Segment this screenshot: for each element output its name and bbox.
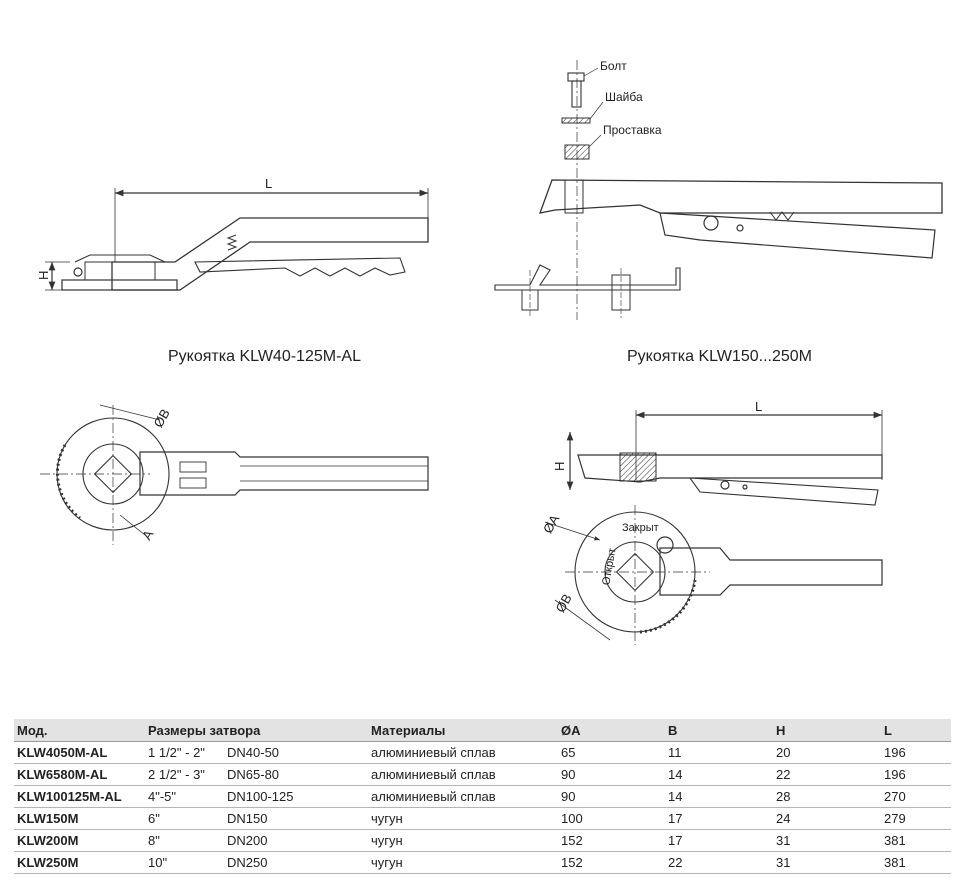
cell-l: 381 (881, 829, 951, 852)
cell-l: 196 (881, 741, 951, 764)
header-size: Размеры затвора (145, 719, 368, 742)
cell-a: 65 (558, 741, 665, 764)
dim-diamA-label: ØA (540, 512, 563, 536)
dim-H-label: H (36, 271, 51, 280)
state-open-label: Открыт (600, 547, 618, 586)
header-model: Мод. (14, 719, 145, 742)
cell-model: KLW4050M-AL (14, 741, 145, 764)
cell-l: 270 (881, 785, 951, 808)
cell-model: KLW200M (14, 829, 145, 852)
dim-L2-label: L (755, 399, 762, 414)
cell-inch: 1 1/2" - 2" (145, 741, 224, 764)
cell-b: 11 (665, 741, 773, 764)
cell-h: 24 (773, 807, 881, 830)
cell-h: 22 (773, 763, 881, 786)
right-side-view: Болт Шайба Проставка (494, 59, 943, 320)
cell-a: 152 (558, 829, 665, 852)
cell-dn: DN40-50 (224, 741, 368, 764)
cell-b: 14 (665, 785, 773, 808)
cell-b: 14 (665, 763, 773, 786)
cell-l: 381 (881, 851, 951, 874)
dim-H2-label: H (552, 462, 567, 471)
cell-dn: DN250 (224, 851, 368, 874)
cell-material: чугун (368, 829, 558, 852)
header-a: ØA (558, 719, 665, 742)
header-l: L (881, 719, 951, 742)
cell-model: KLW6580M-AL (14, 763, 145, 786)
caption-left: Рукоятка KLW40-125M-AL (168, 348, 361, 365)
part-bolt-label: Болт (600, 59, 627, 73)
cell-material: алюминиевый сплав (368, 741, 558, 764)
cell-b: 22 (665, 851, 773, 874)
cell-model: KLW100125M-AL (14, 785, 145, 808)
technical-drawing: L H Болт Шайба Проставка (36, 59, 943, 645)
cell-h: 31 (773, 851, 881, 874)
state-closed-label: Закрыт (622, 522, 659, 534)
cell-material: алюминиевый сплав (368, 763, 558, 786)
cell-dn: DN100-125 (224, 785, 368, 808)
part-spacer-label: Проставка (603, 123, 662, 137)
cell-inch: 6" (145, 807, 224, 830)
cell-model: KLW250M (14, 851, 145, 874)
cell-a: 90 (558, 785, 665, 808)
cell-h: 28 (773, 785, 881, 808)
cell-material: чугун (368, 851, 558, 874)
cell-a: 152 (558, 851, 665, 874)
cell-inch: 2 1/2" - 3" (145, 763, 224, 786)
cell-model: KLW150M (14, 807, 145, 830)
cell-inch: 4"-5" (145, 785, 224, 808)
cell-material: чугун (368, 807, 558, 830)
table-header-row: Мод. Размеры затвора Материалы ØA B H L (14, 719, 951, 742)
cell-b: 17 (665, 807, 773, 830)
cell-l: 279 (881, 807, 951, 830)
header-b: B (665, 719, 773, 742)
right-top-view: L H ØA ØB Закрыт Открыт (540, 399, 883, 645)
cell-l: 196 (881, 763, 951, 786)
caption-right: Рукоятка KLW150...250M (627, 348, 812, 365)
left-top-view: ØB A (40, 404, 429, 545)
cell-dn: DN200 (224, 829, 368, 852)
cell-a: 100 (558, 807, 665, 830)
cell-h: 20 (773, 741, 881, 764)
cell-a: 90 (558, 763, 665, 786)
spec-table: Мод. Размеры затвора Материалы ØA B H L … (14, 719, 951, 874)
cell-dn: DN150 (224, 807, 368, 830)
cell-inch: 8" (145, 829, 224, 852)
cell-b: 17 (665, 829, 773, 852)
cell-material: алюминиевый сплав (368, 785, 558, 808)
header-h: H (773, 719, 881, 742)
cell-inch: 10" (145, 851, 224, 874)
left-side-view: L H (36, 176, 429, 291)
dim-B-label-left: ØB (150, 406, 172, 430)
part-washer-label: Шайба (605, 90, 643, 104)
dim-A-label-left: A (139, 527, 156, 542)
cell-dn: DN65-80 (224, 763, 368, 786)
header-material: Материалы (368, 719, 558, 742)
cell-h: 31 (773, 829, 881, 852)
dim-L-label: L (265, 176, 272, 191)
